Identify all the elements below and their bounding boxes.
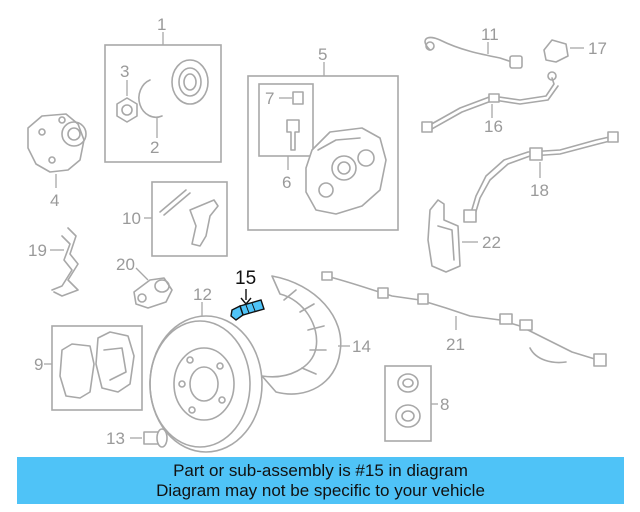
dust-shield: [261, 275, 342, 395]
piston-seal: [397, 373, 419, 393]
part-4-group: 4: [27, 113, 87, 210]
callout-5: 5: [318, 45, 327, 64]
callout-10: 10: [122, 209, 141, 228]
callout-4: 4: [50, 191, 59, 210]
part-8-group: 8: [384, 365, 449, 442]
callout-11: 11: [481, 25, 499, 44]
part-22-group: 22: [427, 199, 501, 273]
part-9-box: [51, 325, 143, 411]
snap-ring: [138, 79, 163, 119]
part-10-box: [151, 181, 228, 257]
part-11-group: 11: [424, 25, 523, 69]
part-18-group: 18: [463, 131, 619, 223]
part-6-box: [258, 83, 314, 157]
callout-16: 16: [484, 117, 503, 136]
part-14-group: 14: [261, 275, 371, 395]
bleeder-cap: [292, 91, 304, 105]
part-1-group: 1 2 3: [104, 15, 222, 163]
callout-9: 9: [34, 355, 43, 374]
part-13-group: 13: [106, 428, 168, 448]
callout-14: 14: [352, 337, 371, 356]
hose-bracket: [427, 199, 461, 273]
caliper-bolt-15: [239, 299, 265, 316]
callout-15: 15: [235, 268, 256, 289]
guide-pin: [159, 189, 187, 213]
wear-sensor-wire: [424, 36, 513, 63]
callout-8: 8: [440, 395, 449, 414]
part-15-group: 15: [230, 268, 265, 321]
callout-2: 2: [150, 138, 159, 157]
banner-line-1: Part or sub-assembly is #15 in diagram: [173, 460, 468, 480]
rotor-screw: [143, 431, 159, 445]
callout-13: 13: [106, 429, 125, 448]
bleeder-actuator: [133, 277, 173, 309]
part-5-box: [247, 75, 399, 231]
caliper-bolt-6: [286, 119, 300, 151]
part-9-group: 9: [34, 325, 143, 411]
pad-clip: [189, 199, 219, 247]
retaining-clip: [543, 39, 569, 63]
part-16-group: 16: [421, 71, 559, 136]
banner-line-2: Diagram may not be specific to your vehi…: [156, 480, 485, 500]
brake-caliper: [305, 127, 387, 215]
callout-21: 21: [446, 335, 465, 354]
callout-3: 3: [120, 62, 129, 81]
anti-rattle-spring: [53, 227, 79, 297]
callout-6: 6: [282, 173, 291, 192]
part-5-group: 5 7 6: [247, 45, 399, 231]
callout-18: 18: [530, 181, 549, 200]
part-10-group: 10: [122, 181, 228, 257]
part-12-group: 12: [149, 285, 263, 453]
part-21-group: 21: [321, 271, 607, 367]
dust-boot: [395, 404, 421, 428]
info-banner: Part or sub-assembly is #15 in diagram D…: [17, 457, 624, 504]
part-20-group: 20: [116, 255, 173, 309]
wheel-bearing: [171, 59, 209, 105]
callout-1: 1: [157, 15, 166, 34]
hub-nut: [116, 97, 138, 123]
callout-19: 19: [28, 241, 47, 260]
brake-pad-inner: [59, 343, 95, 399]
brake-pad-outer: [95, 331, 135, 393]
callout-22: 22: [482, 233, 501, 252]
callout-20: 20: [116, 255, 135, 274]
brake-line: [427, 77, 555, 127]
part-19-group: 19: [28, 227, 79, 297]
callout-12: 12: [193, 285, 212, 304]
callout-17: 17: [588, 39, 607, 58]
callout-7: 7: [265, 89, 274, 108]
brake-hose: [469, 135, 615, 217]
part-17-group: 17: [543, 39, 607, 63]
